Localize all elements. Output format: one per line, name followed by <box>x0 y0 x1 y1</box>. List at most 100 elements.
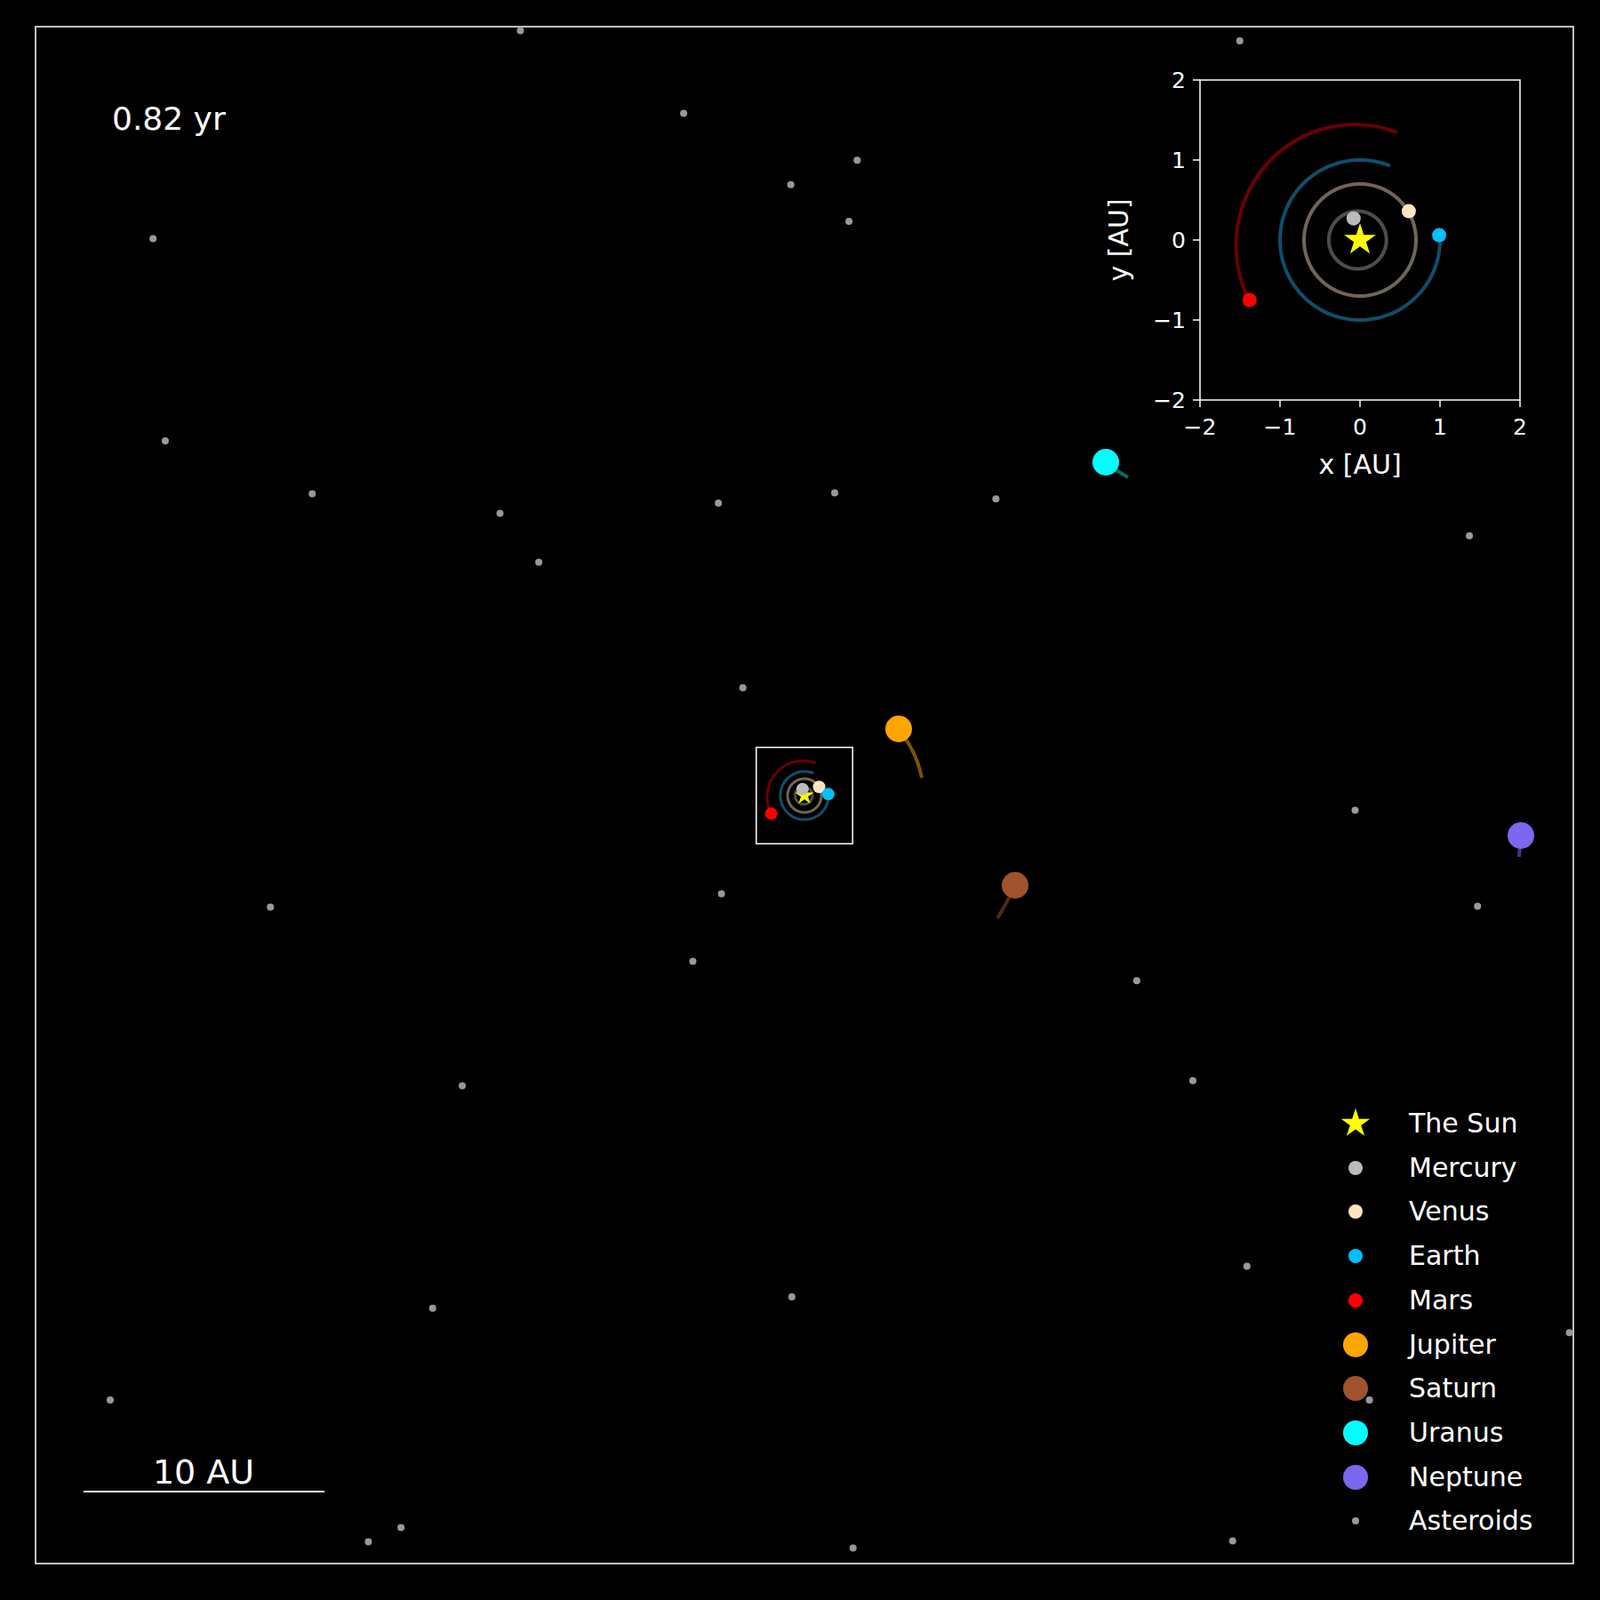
asteroid <box>496 509 504 517</box>
legend-marker <box>1341 1108 1371 1136</box>
axes-background <box>1200 80 1520 400</box>
asteroid <box>1229 1536 1237 1544</box>
asteroid <box>849 1544 857 1552</box>
legend-label: Uranus <box>1408 1419 1504 1447</box>
asteroid <box>149 235 157 243</box>
asteroid <box>429 1304 437 1312</box>
asteroid <box>364 1538 372 1546</box>
legend-label: The Sun <box>1408 1110 1518 1137</box>
tick <box>1192 159 1200 161</box>
frame <box>35 26 1574 1564</box>
tick <box>1359 400 1361 408</box>
inset-axes <box>1192 80 1520 408</box>
asteroid <box>788 1293 796 1301</box>
tick-label: 2 <box>1512 416 1528 439</box>
legend-swatch <box>1337 1327 1374 1363</box>
tick <box>1519 400 1521 408</box>
planet-marker <box>1432 228 1447 243</box>
tick-label: 0 <box>1171 229 1186 252</box>
orbit-trail <box>780 771 829 820</box>
tick <box>1192 239 1200 241</box>
tick <box>1279 400 1281 408</box>
legend-marker <box>1348 1160 1363 1176</box>
planet-marker <box>1092 448 1120 476</box>
asteroid <box>1473 902 1481 910</box>
asteroid <box>787 181 795 189</box>
asteroid <box>739 684 747 692</box>
planet-marker <box>765 807 778 820</box>
axes-frame <box>1200 80 1520 400</box>
asteroids <box>106 26 1574 1552</box>
sun-marker <box>1344 223 1376 254</box>
tick <box>1199 400 1201 408</box>
orbit-trail <box>1236 124 1398 301</box>
legend-label: Earth <box>1408 1242 1480 1270</box>
orbit-trail <box>1328 211 1387 270</box>
legend-marker <box>1343 1376 1368 1401</box>
legend-marker <box>1348 1248 1363 1264</box>
legend-swatch <box>1337 1238 1374 1274</box>
asteroid <box>1366 1396 1374 1404</box>
legend-marker <box>1343 1464 1368 1490</box>
legend-swatch <box>1337 1459 1374 1496</box>
orbit-trail <box>1280 160 1440 320</box>
zoom-box <box>756 747 853 844</box>
tick-label: 0 <box>1352 416 1368 439</box>
asteroid <box>853 156 861 164</box>
planet-marker <box>822 787 835 800</box>
asteroid <box>1351 806 1359 814</box>
tick-label: 2 <box>1171 69 1186 92</box>
legend-marker <box>1348 1204 1363 1219</box>
legend-marker <box>1343 1420 1368 1446</box>
legend-marker <box>1352 1517 1360 1525</box>
tick-label: 1 <box>1171 149 1186 172</box>
asteroid <box>714 499 722 507</box>
planet-marker <box>1401 204 1416 219</box>
planet-marker <box>885 715 912 743</box>
legend-label: Asteroids <box>1408 1507 1533 1535</box>
time-label: 0.82 yr <box>112 103 226 136</box>
orbit-trail <box>1304 184 1416 296</box>
asteroid <box>266 904 274 912</box>
legend-swatch <box>1337 1150 1374 1186</box>
asteroid <box>1133 976 1141 984</box>
tick <box>1192 399 1200 401</box>
asteroid <box>106 1396 114 1404</box>
tick <box>1192 319 1200 321</box>
asteroid <box>308 490 316 498</box>
tick-label: −1 <box>1264 416 1297 439</box>
asteroid <box>1189 1077 1197 1085</box>
legend-swatch <box>1337 1415 1374 1451</box>
tick <box>1192 79 1200 81</box>
legend-marker <box>1348 1293 1363 1308</box>
inner-system <box>756 747 853 844</box>
axis-label: y [AU] <box>1105 198 1133 281</box>
asteroid <box>397 1523 405 1531</box>
tick-label: −1 <box>1152 309 1186 332</box>
scale-bar <box>83 1490 325 1493</box>
planet-marker <box>796 783 809 796</box>
asteroid <box>831 488 839 496</box>
asteroid <box>516 26 524 34</box>
asteroid <box>1236 37 1244 45</box>
tick-label: −2 <box>1152 389 1186 412</box>
asteroid <box>161 437 169 445</box>
legend-label: Mars <box>1408 1287 1473 1314</box>
asteroid <box>458 1081 466 1089</box>
legend-label: Neptune <box>1408 1464 1523 1491</box>
outer-planets <box>885 448 1535 919</box>
asteroid <box>718 890 726 898</box>
legend-swatch <box>1337 1282 1374 1319</box>
asteroid <box>1566 1328 1574 1336</box>
asteroid <box>1243 1263 1251 1271</box>
legend-label: Jupiter <box>1408 1331 1496 1359</box>
tick-label: 1 <box>1432 416 1448 439</box>
orbit-trail <box>767 760 816 815</box>
asteroid <box>680 109 688 117</box>
legend-swatch <box>1337 1105 1374 1142</box>
tick-label: −2 <box>1184 416 1217 439</box>
planet-marker <box>1346 211 1361 226</box>
legend-swatch <box>1337 1370 1374 1407</box>
asteroid <box>688 957 696 965</box>
